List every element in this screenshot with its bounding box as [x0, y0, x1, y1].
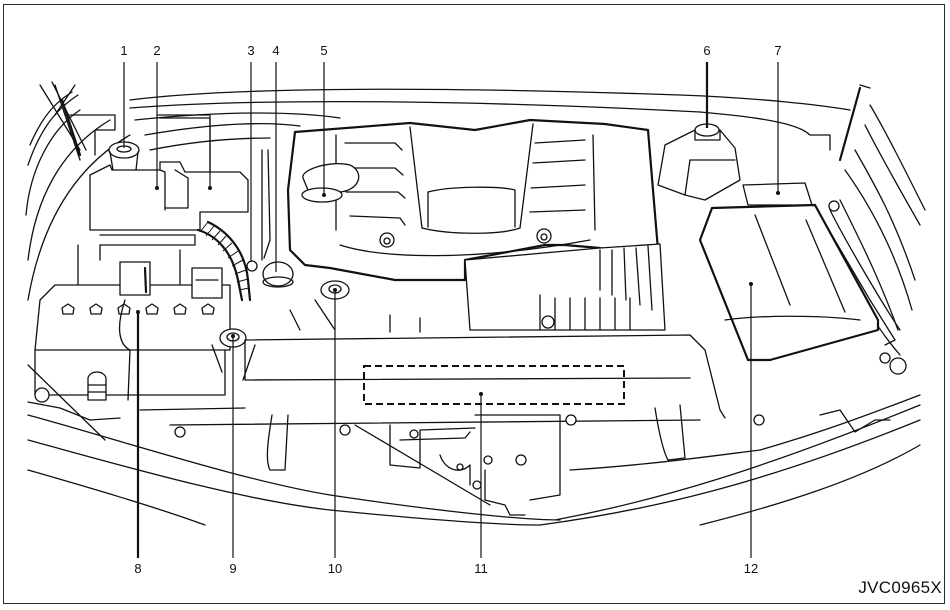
callout-12: 12 [743, 561, 759, 576]
coolant-reservoir [657, 123, 741, 201]
callout-2: 2 [153, 43, 161, 58]
callout-1: 1 [120, 43, 128, 58]
air-intake-duct [464, 243, 666, 331]
battery [34, 261, 231, 401]
callout-7: 7 [774, 43, 782, 58]
wiring-harness [196, 220, 252, 302]
callout-6: 6 [703, 43, 711, 58]
left-front-apron [27, 364, 121, 441]
callout-3: 3 [247, 43, 255, 58]
battery-vent-caps [61, 303, 215, 315]
oil-dipstick-area [246, 149, 294, 288]
figure-id: JVC0965X [858, 578, 942, 597]
engine-cover [286, 118, 660, 282]
air-cleaner-box [698, 182, 901, 362]
callout-9: 9 [229, 561, 237, 576]
fuse-relay-box [77, 161, 249, 296]
radiator-support [139, 299, 765, 471]
callout-11: 11 [474, 561, 488, 576]
callout-8: 8 [134, 561, 142, 576]
leader-lines [123, 62, 780, 558]
hood-latch [354, 414, 561, 516]
callout-10: 10 [327, 561, 343, 576]
left-fender-lines [25, 81, 131, 301]
callout-5: 5 [320, 43, 328, 58]
power-steering-cap [211, 328, 256, 381]
front-grille-lines [27, 352, 921, 526]
label-location-dashed-box [363, 365, 625, 405]
callout-4: 4 [272, 43, 280, 58]
